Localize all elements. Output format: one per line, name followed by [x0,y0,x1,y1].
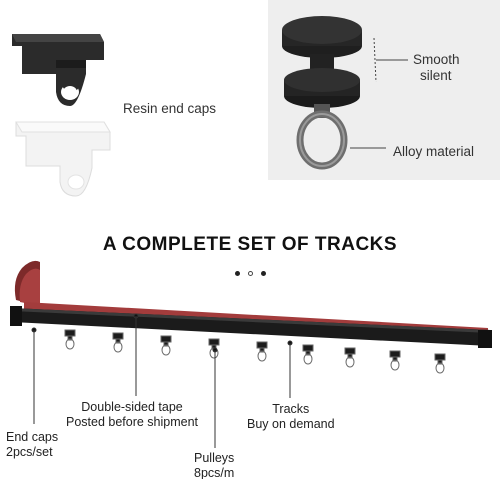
tracks-callout-line1: Tracks [272,402,310,416]
pulleys-callout: Pulleys 8pcs/m [194,451,234,479]
alloy-material-label: Alloy material [393,144,475,159]
silent-label: silent [420,68,452,83]
section-headline: A COMPLETE SET OF TRACKS [102,234,398,255]
end-caps-callout-line2: 2pcs/set [6,445,53,459]
pulleys-callout-line1: Pulleys [194,451,235,465]
carousel-dot-3[interactable] [261,271,266,276]
tape-callout-line2: Posted before shipment [66,415,199,429]
pulleys-callout-line2: 8pcs/m [194,466,235,479]
black-end-cap-image [12,34,104,106]
tape-callout-line1: Double-sided tape [81,400,183,414]
tracks-callout: Tracks Buy on demand [247,402,335,432]
carousel-dot-1[interactable] [235,271,240,276]
end-caps-callout: End caps 2pcs/set [6,430,58,460]
white-end-cap-image [15,121,111,197]
tape-callout: Double-sided tape Posted before shipment [66,400,198,430]
end-caps-callout-line1: End caps [6,430,59,444]
resin-end-caps-label: Resin end caps [123,101,217,116]
smooth-label: Smooth [413,52,460,67]
carousel-dots [232,271,272,279]
carousel-dot-2[interactable] [248,271,253,276]
tracks-callout-line2: Buy on demand [247,417,335,431]
